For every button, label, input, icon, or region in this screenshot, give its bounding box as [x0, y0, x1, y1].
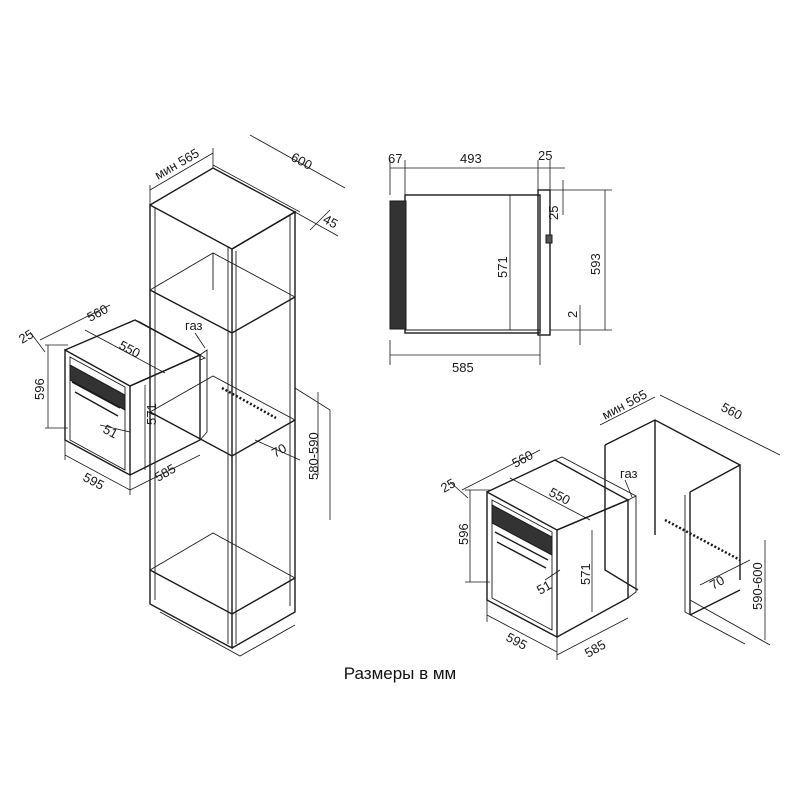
width-label: 595 [81, 469, 107, 492]
oven-right-inner-height-label: 571 [578, 563, 593, 585]
body-width-label: 585 [152, 461, 178, 485]
inner-height-label: 571 [144, 403, 159, 425]
niche-depth-label: 70 [269, 440, 289, 460]
handle-label: 51 [101, 421, 121, 441]
oven-right-handle-label: 51 [534, 577, 554, 597]
oven-right-inner-depth-label: 550 [547, 484, 573, 507]
total-depth-label: 585 [452, 360, 474, 375]
undercounter-min-depth-label: мин 565 [599, 387, 649, 423]
undercounter-depth-label: 560 [719, 399, 745, 422]
undercounter-niche-depth-label: 70 [707, 572, 727, 592]
units-caption: Размеры в мм [343, 664, 457, 683]
oven-right-gas-label: газ [620, 466, 638, 481]
undercounter-niche-height-label: 590-600 [750, 562, 765, 610]
height-right-label: 593 [588, 253, 603, 275]
oven-right-front-thickness-label: 25 [438, 475, 458, 495]
oven-right [486, 456, 637, 639]
oven-right-width-label: 595 [504, 629, 530, 652]
gas-label: газ [185, 318, 203, 333]
oven-left [64, 319, 208, 477]
oven-right-height-label: 596 [456, 523, 471, 545]
back-label: 25 [538, 148, 552, 163]
inner-depth-label: 550 [117, 337, 143, 360]
tall-cabinet-dimensions: мин 565 600 45 580-590 70 [149, 134, 346, 520]
niche-height-label: 580-590 [306, 432, 321, 480]
inner-height-label: 571 [495, 256, 510, 278]
front-thickness-label: 25 [16, 326, 36, 346]
front-label: 67 [388, 151, 402, 166]
body-label: 493 [460, 151, 482, 166]
gap-label: 45 [321, 211, 341, 231]
oven-depth-label: 560 [84, 301, 110, 324]
side-view [389, 189, 553, 336]
undercounter-cabinet [604, 419, 771, 646]
top-gap-label: 25 [546, 206, 561, 220]
tall-cabinet [149, 167, 297, 657]
side-view-dimensions: 67 493 25 585 571 593 25 2 [388, 148, 612, 375]
oven-right-depth-label: 560 [509, 447, 535, 470]
height-label: 596 [32, 378, 47, 400]
bottom-gap-label: 2 [565, 311, 580, 318]
